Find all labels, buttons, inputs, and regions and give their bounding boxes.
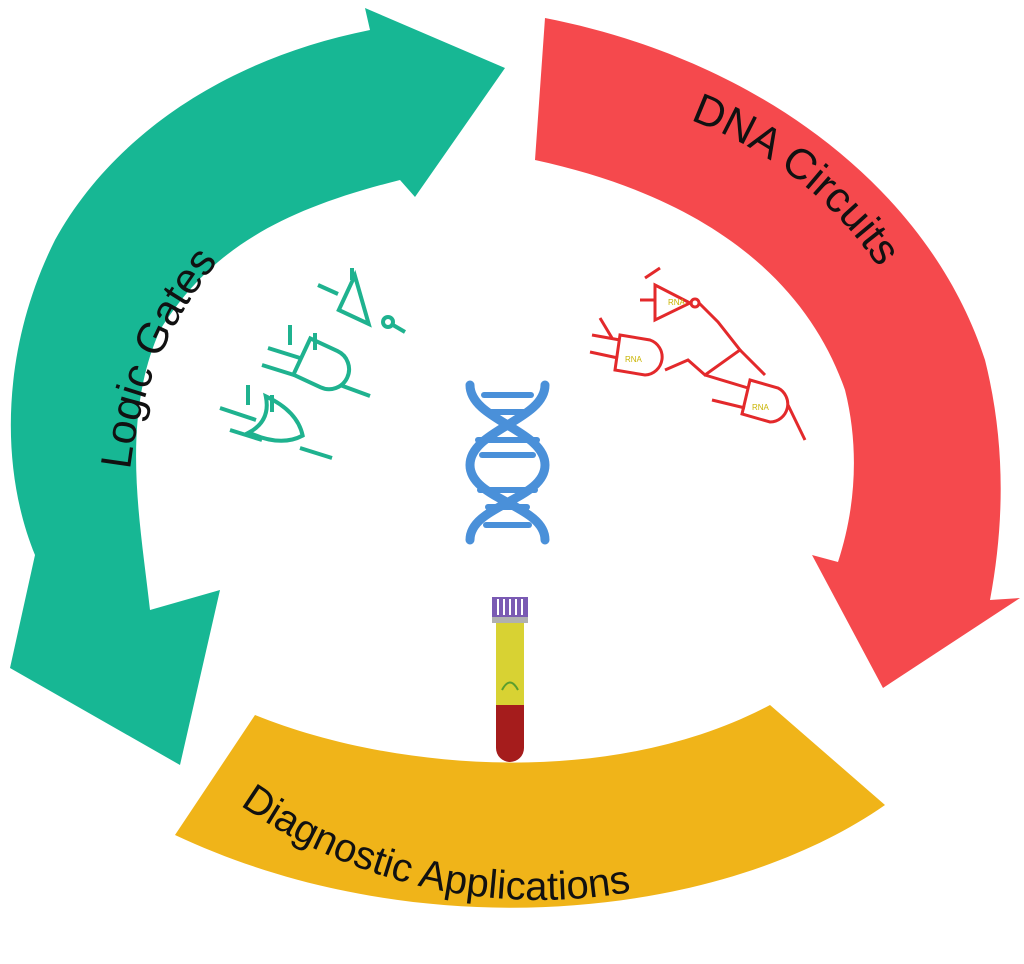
diagnostic-applications-band: Diagnostic Applications [175,705,885,909]
diagnostic-applications-band-shape [175,705,885,908]
logic-gates-icon [219,268,407,460]
logic-gates-arrow-shape [10,8,505,765]
logic-gates-arrow: Logic Gates [10,8,505,765]
tube-blood [496,705,524,762]
svg-text:RNA: RNA [625,355,643,364]
dna-circuits-arrow-shape [535,18,1020,688]
dna-helix-icon [465,380,550,545]
dna-circuits-arrow: DNA Circuits [535,18,1020,688]
dna-circuit-icon: RNA RNA RNA [589,266,807,441]
blood-sample-tube-icon [492,597,528,762]
svg-text:RNA: RNA [668,298,686,307]
tube-serum [496,623,524,705]
svg-text:RNA: RNA [752,403,770,412]
